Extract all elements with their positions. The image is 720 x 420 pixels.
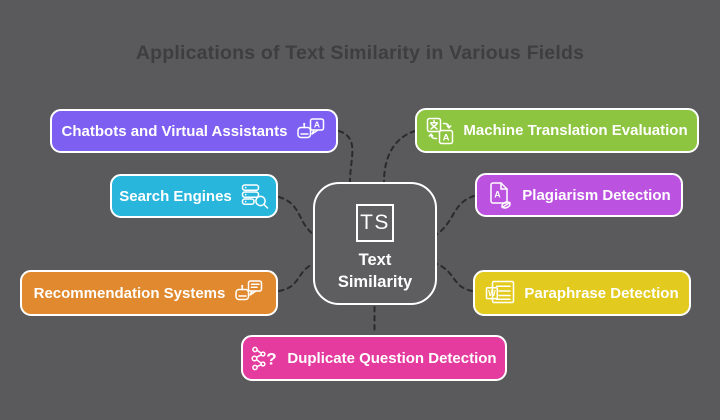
connector-machine-translation	[383, 130, 416, 183]
connector-plagiarism	[435, 195, 475, 236]
svg-text:A: A	[495, 190, 502, 200]
node-chatbots: Chatbots and Virtual Assistants A	[50, 109, 338, 153]
node-duplicate-question-detection: ? Duplicate Question Detection	[241, 335, 507, 381]
node-label: Search Engines	[119, 187, 232, 205]
node-label: Duplicate Question Detection	[287, 349, 497, 367]
node-label: Machine Translation Evaluation	[463, 122, 688, 139]
center-node-label: Text Similarity	[338, 249, 412, 293]
center-label-line2: Similarity	[337, 273, 413, 291]
node-label: Chatbots and Virtual Assistants	[61, 122, 288, 140]
node-recommendation-systems: Recommendation Systems	[20, 270, 278, 316]
node-search-engines: Search Engines	[110, 174, 278, 218]
node-plagiarism-detection: A Plagiarism Detection	[475, 173, 683, 217]
node-machine-translation-evaluation: A Machine Translation Evaluation	[415, 108, 699, 153]
svg-text:A: A	[314, 120, 320, 130]
node-label: Paraphrase Detection	[524, 284, 679, 302]
node-paraphrase-detection: W Paraphrase Detection	[473, 270, 691, 316]
connector-search-engines	[278, 196, 315, 236]
page-title: Applications of Text Similarity in Vario…	[135, 42, 585, 64]
robot-chat-icon	[235, 280, 263, 301]
center-label-line1: Text	[358, 251, 392, 269]
connector-paraphrase	[436, 263, 473, 292]
network-question-icon: ?	[251, 346, 277, 370]
node-text-similarity-center: TS Text Similarity	[313, 182, 437, 305]
ts-badge: TS	[356, 204, 394, 242]
node-label: Plagiarism Detection	[522, 186, 671, 204]
word-document-icon: W	[486, 280, 515, 304]
database-search-icon	[241, 184, 269, 209]
svg-text:A: A	[443, 132, 450, 143]
connector-chatbots	[338, 130, 354, 183]
connector-recommendation	[278, 263, 314, 292]
node-label: Recommendation Systems	[33, 284, 226, 302]
svg-text:W: W	[488, 289, 496, 298]
translate-icon: A	[427, 117, 454, 144]
plagiarism-document-icon: A	[490, 182, 512, 209]
svg-text:?: ?	[267, 349, 277, 368]
chatbot-icon: A	[297, 118, 325, 139]
